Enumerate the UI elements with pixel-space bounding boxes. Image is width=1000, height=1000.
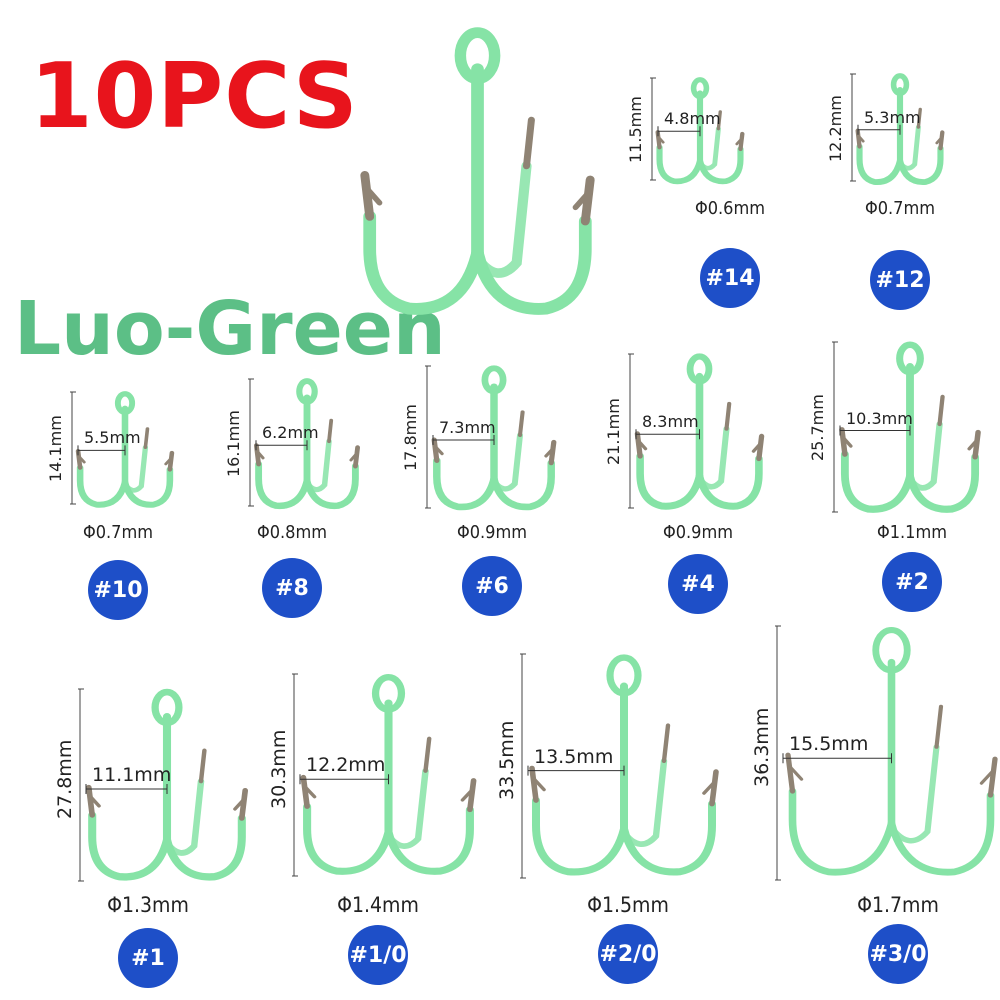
hook-height-label: 25.7mm (808, 394, 827, 461)
wire-diameter-label: Φ0.6mm (694, 198, 766, 219)
size-badge: #3/0 (868, 924, 928, 984)
hook-gap-label: 7.3mm (439, 418, 496, 437)
hook-gap-label: 5.3mm (864, 107, 921, 127)
wire-diameter-label: Φ0.9mm (662, 522, 734, 543)
hook-height-label: 16.1mm (224, 409, 243, 477)
hook-height-label: 21.1mm (604, 398, 623, 465)
treble-hook-icon (78, 688, 249, 882)
color-name-title: Luo-Green (14, 286, 446, 372)
size-badge: #6 (462, 556, 522, 616)
treble-hook-icon (832, 341, 981, 513)
size-badge: #8 (262, 558, 322, 618)
hook-height-label: 17.8mm (401, 404, 420, 471)
size-badge: #14 (700, 248, 760, 308)
treble-hook-icon (360, 27, 595, 315)
headline-quantity: 10PCS (30, 44, 359, 149)
treble-hook-icon (775, 625, 998, 881)
size-badge: #10 (88, 560, 148, 620)
hook-height-label: 33.5mm (496, 720, 518, 800)
treble-hook-icon (850, 73, 945, 185)
hook-height-label: 12.2mm (826, 94, 845, 162)
treble-hook-icon (520, 653, 719, 879)
treble-hook-icon (650, 77, 745, 185)
treble-hook-icon (292, 673, 477, 877)
hook-gap-label: 6.2mm (262, 423, 319, 443)
hook-gap-label: 11.1mm (92, 764, 172, 786)
wire-diameter-label: Φ1.4mm (337, 893, 419, 917)
treble-hook-icon (425, 365, 557, 511)
wire-diameter-label: Φ1.7mm (857, 893, 939, 917)
hook-gap-label: 4.8mm (664, 109, 721, 129)
size-badge: #12 (870, 250, 930, 310)
treble-hook-icon (628, 353, 765, 510)
size-badge: #2 (882, 552, 942, 612)
hook-height-label: 14.1mm (46, 415, 65, 482)
size-badge: #2/0 (598, 924, 658, 984)
wire-diameter-label: Φ0.7mm (82, 522, 154, 543)
hook-height-label: 36.3mm (751, 707, 773, 787)
treble-hook-icon (70, 391, 175, 508)
hook-gap-label: 12.2mm (306, 754, 386, 777)
treble-hook-icon (248, 378, 361, 510)
hook-height-label: 11.5mm (626, 96, 645, 163)
hook-gap-label: 10.3mm (846, 408, 913, 428)
hook-gap-label: 13.5mm (534, 745, 614, 768)
hook-height-label: 30.3mm (268, 729, 290, 809)
hook-gap-label: 5.5mm (84, 428, 141, 448)
size-badge: #4 (668, 554, 728, 614)
size-badge: #1 (118, 928, 178, 988)
hook-gap-label: 8.3mm (642, 412, 699, 432)
wire-diameter-label: Φ1.5mm (587, 893, 669, 917)
wire-diameter-label: Φ0.8mm (256, 522, 328, 543)
wire-diameter-label: Φ1.1mm (876, 522, 948, 543)
size-badge: #1/0 (348, 925, 408, 985)
wire-diameter-label: Φ0.7mm (864, 198, 936, 219)
wire-diameter-label: Φ0.9mm (456, 522, 528, 543)
hook-gap-label: 15.5mm (789, 733, 869, 756)
wire-diameter-label: Φ1.3mm (107, 893, 189, 917)
hook-height-label: 27.8mm (54, 739, 76, 819)
